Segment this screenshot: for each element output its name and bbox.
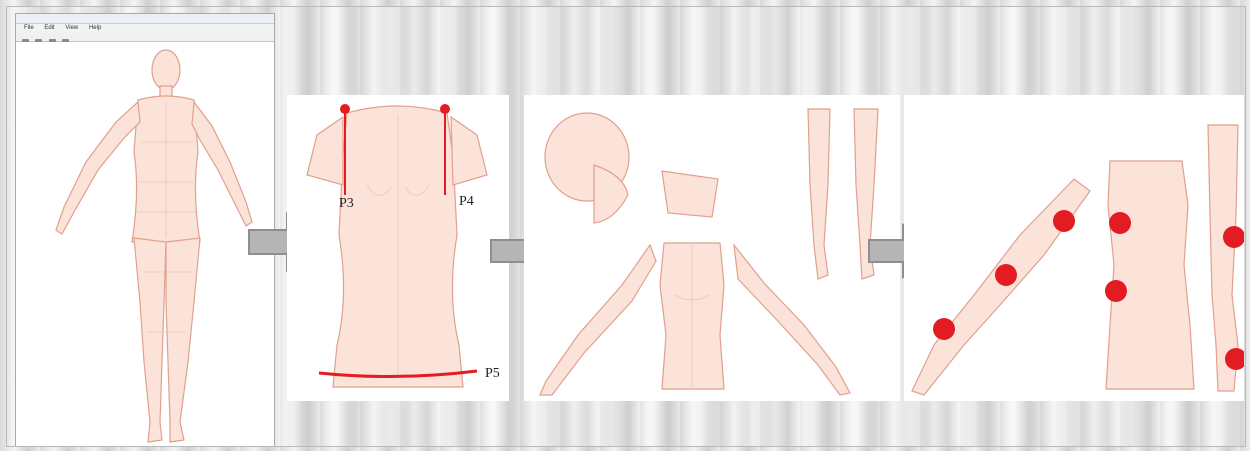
segmented-parts <box>524 95 900 401</box>
figure-frame: File Edit View Help <box>6 6 1246 447</box>
menu-edit[interactable]: Edit <box>44 25 54 31</box>
marked-parts <box>904 95 1244 401</box>
label-p5: P5 <box>485 366 500 381</box>
window-titlebar <box>16 14 274 24</box>
panel-body-parts <box>524 95 900 401</box>
toolbar <box>16 32 274 42</box>
menu-file[interactable]: File <box>24 25 34 31</box>
menu-view[interactable]: View <box>65 25 78 31</box>
panel-marked-parts <box>904 95 1244 401</box>
panel-torso-seams: P3 P4 P5 <box>287 95 509 401</box>
label-p3: P3 <box>339 196 354 211</box>
menu-bar: File Edit View Help <box>16 24 274 32</box>
full-body-model <box>16 42 274 447</box>
3d-viewport[interactable] <box>16 42 274 447</box>
menu-help[interactable]: Help <box>89 25 101 31</box>
label-p4: P4 <box>459 194 474 209</box>
torso-model: P3 P4 P5 <box>287 95 509 401</box>
modeling-app-window: File Edit View Help <box>15 13 275 447</box>
